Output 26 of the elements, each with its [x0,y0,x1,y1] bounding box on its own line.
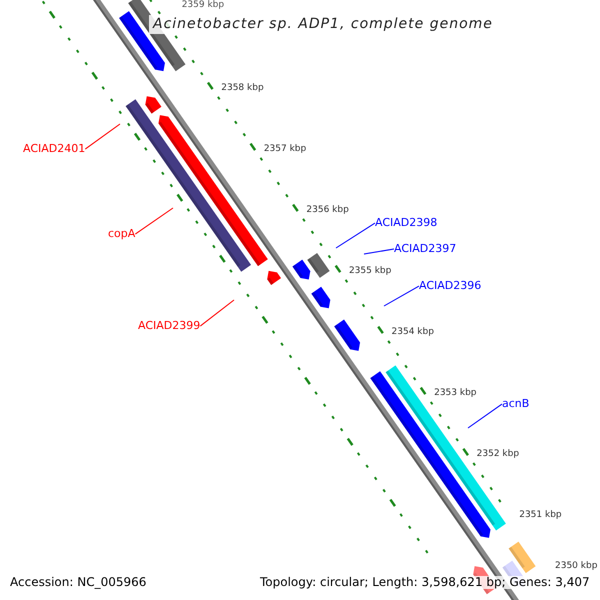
leader-line [134,208,174,235]
scale-label: 2357 kbp [264,144,306,155]
scale-label: 2355 kbp [348,266,392,277]
accession-text: Accession: NC_005966 [10,576,146,590]
gene-label: ACIAD2398 [375,217,438,230]
scale-label: 2354 kbp [392,328,434,338]
gene-label: ACIAD2396 [419,280,482,292]
scale-label: 2359 kbp [182,1,224,11]
gene-label: acnB [502,398,530,410]
gene-label: ACIAD2397 [394,243,456,256]
leader-line [384,286,420,306]
leader-line [468,404,502,428]
scale-label: 2353 kbp [434,388,476,399]
leader-line [336,222,376,248]
scale-label: 2352 kbp [476,450,520,460]
scale-label: 2358 kbp [221,84,264,94]
summary-text: Topology: circular; Length: 3,598,621 bp; Genes: 3,407 [260,576,590,590]
scale-label: 2356 kbp [306,206,349,216]
gene-label: ACIAD2399 [138,320,200,332]
gene-label: copA [108,228,136,240]
scale-label: 2350 kbp [555,562,598,572]
leader-line [364,248,394,254]
leader-line [84,124,120,150]
leader-line [200,300,234,327]
scale-label: 2351 kbp [519,510,562,521]
gene-label: ACIAD2401 [23,143,86,156]
